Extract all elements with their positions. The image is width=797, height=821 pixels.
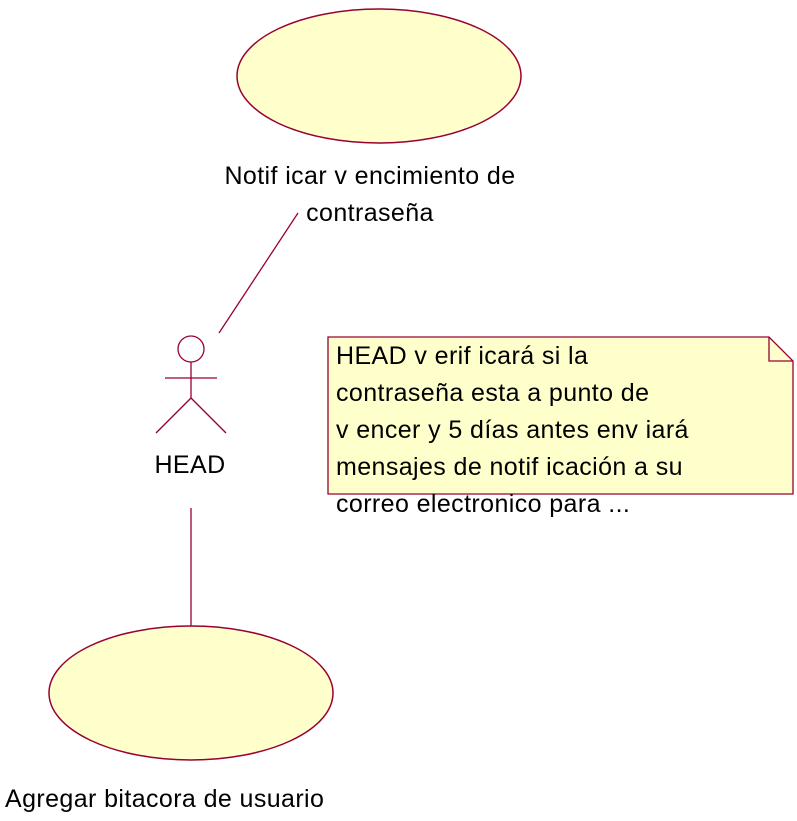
actor-right-leg [190,397,227,434]
use-case-notificar-label: Notif icar v encimiento de contraseña [190,158,550,232]
actor-head-label: HEAD [154,451,226,479]
note-line: HEAD v erif icará si la [336,342,589,370]
use-case-notificar-ellipse[interactable] [236,8,522,144]
use-case-notificar-label-line2: contraseña [306,199,434,227]
use-case-agregar-label: Agregar bitacora de usuario [5,785,325,813]
note-line: contraseña esta a punto de [336,379,650,407]
note-line: correo electronico para ... [336,490,631,518]
note-line: mensajes de notif icación a su [336,453,683,481]
actor-head-figure[interactable] [155,335,227,434]
note-text: HEAD v erif icará si la contraseña esta … [336,338,786,523]
actor-head-circle [177,335,205,363]
note-shape[interactable] [327,336,794,495]
use-case-notificar-label-line1: Notif icar v encimiento de [224,162,516,190]
use-case-agregar-ellipse[interactable] [48,625,334,761]
note-body [327,336,794,495]
actor-left-leg [155,397,192,434]
association-notificar-head [218,212,299,334]
note-line: v encer y 5 días antes env iará [336,416,689,444]
note-fold-corner [768,337,793,362]
